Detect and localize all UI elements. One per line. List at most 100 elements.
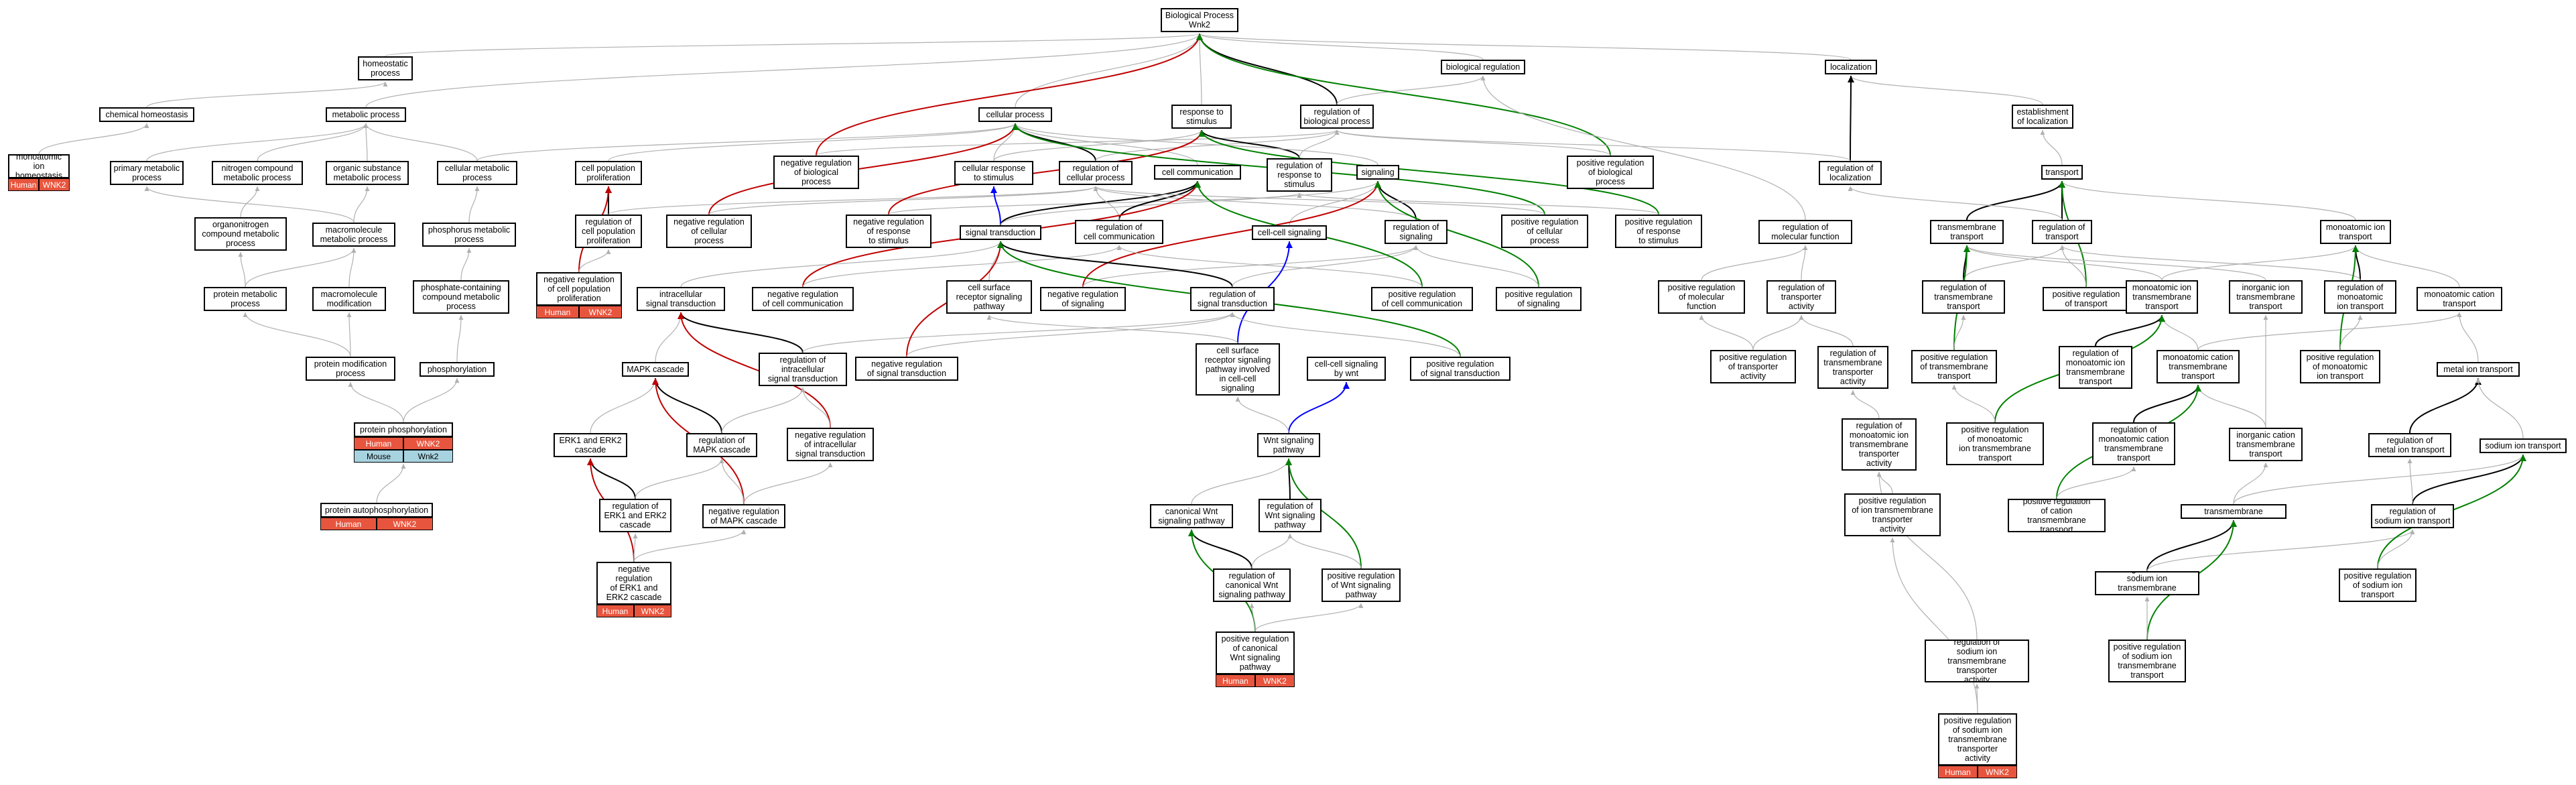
- go-term-metal-ion-transport[interactable]: metal ion transport: [2437, 362, 2520, 377]
- go-term-macromolecule-modification[interactable]: macromolecule modification: [312, 287, 386, 311]
- go-term-localization[interactable]: localization: [1825, 60, 1877, 74]
- go-term-regulation-of-sodium-ion-transport[interactable]: regulation of sodium ion transport: [2371, 504, 2454, 528]
- go-term-positive-regulation-of-cellular-process[interactable]: positive regulation of cellular process: [1501, 215, 1588, 248]
- go-term-positive-regulation-of-transmembrane-transport[interactable]: positive regulation of transmembrane tra…: [1911, 350, 1997, 383]
- go-term-regulation-of-signaling[interactable]: regulation of signaling: [1384, 220, 1447, 244]
- go-term-cell-cell-signaling[interactable]: cell-cell signaling: [1252, 225, 1327, 240]
- go-term-negative-regulation-of-signaling[interactable]: negative regulation of signaling: [1040, 287, 1126, 311]
- go-term-negative-regulation-of-intracellular-signal-transduction[interactable]: negative regulation of intracellular sig…: [787, 428, 874, 461]
- go-term-signal-transduction[interactable]: signal transduction: [960, 225, 1041, 240]
- go-term-cell-communication[interactable]: cell communication: [1154, 165, 1241, 180]
- go-term-positive-regulation-of-response-to-stimulus[interactable]: positive regulation of response to stimu…: [1615, 215, 1702, 248]
- go-term-negative-regulation-of-response-to-stimulus[interactable]: negative regulation of response to stimu…: [846, 215, 931, 248]
- go-term-regulation-of-localization[interactable]: regulation of localization: [1819, 161, 1882, 185]
- go-term-regulation-of-signal-transduction[interactable]: regulation of signal transduction: [1190, 287, 1275, 311]
- go-term-negative-regulation-of-signal-transduction[interactable]: negative regulation of signal transducti…: [855, 357, 958, 381]
- go-term-regulation-of-transporter-activity[interactable]: regulation of transporter activity: [1766, 280, 1836, 314]
- go-term-regulation-of-metal-ion-transport[interactable]: regulation of metal ion transport: [2368, 433, 2451, 457]
- go-term-protein-metabolic-process[interactable]: protein metabolic process: [204, 287, 287, 311]
- go-term-bp[interactable]: Biological Process Wnk2: [1161, 8, 1238, 32]
- go-term-positive-regulation-of-canonical-wnt-signaling-pathway[interactable]: positive regulation of canonical Wnt sig…: [1216, 631, 1295, 674]
- go-term-cell-cell-signaling-by-wnt[interactable]: cell-cell signaling by wnt: [1307, 357, 1386, 381]
- go-term-regulation-of-cell-population-proliferation[interactable]: regulation of cell population proliferat…: [575, 215, 642, 248]
- go-term-phosphorylation[interactable]: phosphorylation: [420, 362, 495, 377]
- go-term-sodium-ion-transmembrane-transport[interactable]: sodium ion transmembrane transport: [2181, 504, 2287, 519]
- go-term-regulation-of-cell-communication[interactable]: regulation of cell communication: [1075, 220, 1163, 244]
- go-term-regulation-of-transmembrane-transporter-activity[interactable]: regulation of transmembrane transporter …: [1817, 346, 1888, 389]
- go-term-regulation-of-sodium-ion-transmembrane-transport[interactable]: regulation of sodium ion transmembrane t…: [2095, 571, 2199, 595]
- go-term-intracellular-signal-transduction[interactable]: intracellular signal transduction: [637, 287, 725, 311]
- go-term-regulation-of-wnt-signaling-pathway[interactable]: regulation of Wnt signaling pathway: [1259, 499, 1322, 532]
- go-term-monoatomic-cation-transport[interactable]: monoatomic cation transport: [2417, 287, 2502, 311]
- go-term-homeostatic[interactable]: homeostatic process: [358, 56, 413, 80]
- go-term-phosphorus-metabolic-process[interactable]: phosphorus metabolic process: [422, 223, 516, 247]
- go-term-regulation-of-erk1-and-erk2-cascade[interactable]: regulation of ERK1 and ERK2 cascade: [599, 499, 671, 532]
- go-term-positive-regulation-of-molecular-function[interactable]: positive regulation of molecular functio…: [1658, 280, 1745, 314]
- go-term-regulation-of-biological-process[interactable]: regulation of biological process: [1300, 105, 1374, 129]
- go-term-positive-regulation-of-biological-process[interactable]: positive regulation of biological proces…: [1567, 156, 1654, 189]
- go-term-positive-regulation-of-signal-transduction[interactable]: positive regulation of signal transducti…: [1410, 357, 1510, 381]
- go-term-regulation-of-transport[interactable]: regulation of transport: [2032, 220, 2092, 244]
- go-term-primary-metabolic-process[interactable]: primary metabolic process: [110, 161, 184, 185]
- go-term-regulation-of-monoatomic-cation-transmembrane-transport[interactable]: regulation of monoatomic cation transmem…: [2092, 422, 2175, 465]
- go-term-positive-regulation-of-transport[interactable]: positive regulation of transport: [2043, 287, 2130, 311]
- go-term-metabolic-process[interactable]: metabolic process: [326, 107, 406, 122]
- go-term-establishment-of-localization[interactable]: establishment of localization: [2012, 105, 2073, 129]
- go-term-positive-regulation-of-sodium-ion-transmembrane-transport[interactable]: positive regulation of sodium ion transm…: [2108, 640, 2186, 682]
- go-term-inorganic-cation-transmembrane-transport[interactable]: inorganic cation transmembrane transport: [2229, 428, 2303, 461]
- go-term-regulation-of-monoatomic-ion-transmembrane-transport[interactable]: regulation of monoatomic ion transmembra…: [2059, 346, 2132, 389]
- go-term-regulation-of-monoatomic-ion-transport[interactable]: regulation of monoatomic ion transport: [2324, 280, 2396, 314]
- go-term-monoatomic-ion-transport[interactable]: monoatomic ion transport: [2320, 220, 2391, 244]
- go-term-signaling[interactable]: signaling: [1356, 165, 1399, 180]
- go-term-positive-regulation-of-sodium-ion-transmembrane-transporter-activity[interactable]: positive regulation of sodium ion transm…: [1938, 713, 2017, 766]
- go-term-negative-regulation-of-cell-population-proliferation[interactable]: negative regulation of cell population p…: [536, 272, 622, 306]
- go-term-chemical-homeostasis[interactable]: chemical homeostasis: [99, 107, 194, 122]
- go-term-inorganic-ion-transmembrane-transport[interactable]: inorganic ion transmembrane transport: [2229, 280, 2303, 314]
- go-term-regulation-of-canonical-wnt-signaling-pathway[interactable]: regulation of canonical Wnt signaling pa…: [1213, 568, 1291, 602]
- go-term-positive-regulation-of-sodium-ion-transport[interactable]: positive regulation of sodium ion transp…: [2339, 568, 2417, 602]
- go-term-protein-phosphorylation[interactable]: protein phosphorylation: [354, 422, 453, 437]
- go-term-canonical-wnt-signaling-pathway[interactable]: canonical Wnt signaling pathway: [1150, 504, 1233, 528]
- go-term-organonitrogen-compound-metabolic-process[interactable]: organonitrogen compound metabolic proces…: [194, 217, 287, 251]
- go-term-positive-regulation-of-signaling[interactable]: positive regulation of signaling: [1496, 287, 1582, 311]
- go-term-negative-regulation-of-erk1-and-erk2-cascade[interactable]: negative regulation of ERK1 and ERK2 cas…: [596, 562, 671, 605]
- go-term-negative-regulation-of-mapk-cascade[interactable]: negative regulation of MAPK cascade: [702, 504, 785, 528]
- go-term-regulation-of-monoatomic-ion-transmembrane-transporter-activity[interactable]: regulation of monoatomic ion transmembra…: [1842, 418, 1917, 471]
- go-term-phosphate-containing-compound-metabolic-process[interactable]: phosphate-containing compound metabolic …: [413, 280, 509, 314]
- go-term-regulation-of-mapk-cascade[interactable]: regulation of MAPK cascade: [686, 433, 757, 457]
- go-term-protein-autophosphorylation[interactable]: protein autophosphorylation: [320, 503, 433, 518]
- go-term-cellular-response-to-stimulus[interactable]: cellular response to stimulus: [954, 161, 1033, 185]
- go-term-protein-modification-process[interactable]: protein modification process: [306, 357, 395, 381]
- go-term-macromolecule-metabolic-process[interactable]: macromolecule metabolic process: [312, 223, 395, 247]
- go-term-regulation-of-sodium-ion-transmembrane-transporter-activity[interactable]: regulation of sodium ion transmembrane t…: [1925, 640, 2029, 682]
- go-term-positive-regulation-of-monoatomic-ion-transmembrane-transport[interactable]: positive regulation of monoatomic ion tr…: [1946, 422, 2044, 465]
- go-term-mapk-cascade[interactable]: MAPK cascade: [622, 362, 689, 377]
- go-term-monoatomic-ion-transmembrane-transport[interactable]: monoatomic ion transmembrane transport: [2126, 280, 2198, 314]
- go-term-regulation-of-cellular-process[interactable]: regulation of cellular process: [1059, 161, 1133, 185]
- go-term-cell-surface-receptor-signaling-pathway-involved-in-cell-cell-signaling[interactable]: cell surface receptor signaling pathway …: [1196, 343, 1280, 396]
- go-term-cellular-process[interactable]: cellular process: [978, 107, 1052, 122]
- go-term-positive-regulation-of-cell-communication[interactable]: positive regulation of cell communicatio…: [1371, 287, 1473, 311]
- go-term-negative-regulation-of-biological-process[interactable]: negative regulation of biological proces…: [773, 156, 859, 189]
- go-term-positive-regulation-of-wnt-signaling-pathway[interactable]: positive regulation of Wnt signaling pat…: [1322, 568, 1401, 602]
- go-term-erk1-and-erk2-cascade[interactable]: ERK1 and ERK2 cascade: [554, 433, 627, 457]
- go-term-regulation-of-intracellular-signal-transduction[interactable]: regulation of intracellular signal trans…: [759, 353, 847, 386]
- go-term-transport[interactable]: transport: [2041, 165, 2083, 180]
- go-term-cell-population-proliferation[interactable]: cell population proliferation: [575, 161, 642, 185]
- go-term-wnt-signaling-pathway[interactable]: Wnt signaling pathway: [1257, 433, 1320, 457]
- go-term-regulation-of-transmembrane-transport[interactable]: regulation of transmembrane transport: [1922, 280, 2005, 314]
- go-term-negative-regulation-of-cellular-process[interactable]: negative regulation of cellular process: [666, 215, 752, 248]
- go-term-monoatomic-cation-transmembrane-transport[interactable]: monoatomic cation transmembrane transpor…: [2156, 350, 2240, 383]
- go-term-response-to-stimulus[interactable]: response to stimulus: [1171, 105, 1232, 129]
- go-term-positive-regulation-of-ion-transmembrane-transporter-activity[interactable]: positive regulation of ion transmembrane…: [1844, 493, 1941, 536]
- go-term-monoatomic-ion-homeostasis[interactable]: monoatomic ion homeostasis: [8, 154, 70, 178]
- go-term-cell-surface-receptor-signaling-pathway[interactable]: cell surface receptor signaling pathway: [946, 280, 1032, 314]
- go-term-positive-regulation-of-transporter-activity[interactable]: positive regulation of transporter activ…: [1710, 350, 1796, 383]
- go-term-regulation-of-response-to-stimulus[interactable]: regulation of response to stimulus: [1267, 158, 1332, 192]
- go-term-positive-regulation-of-cation-transmembrane-transport[interactable]: positive regulation of cation transmembr…: [2008, 499, 2106, 532]
- go-term-negative-regulation-of-cell-communication[interactable]: negative regulation of cell communicatio…: [752, 287, 854, 311]
- go-term-positive-regulation-of-monoatomic-ion-transport[interactable]: positive regulation of monoatomic ion tr…: [2300, 350, 2380, 383]
- go-term-transmembrane-transport[interactable]: transmembrane transport: [1930, 220, 2004, 244]
- go-term-cellular-metabolic-process[interactable]: cellular metabolic process: [437, 161, 517, 185]
- go-term-nitrogen-compound-metabolic-process[interactable]: nitrogen compound metabolic process: [212, 161, 303, 185]
